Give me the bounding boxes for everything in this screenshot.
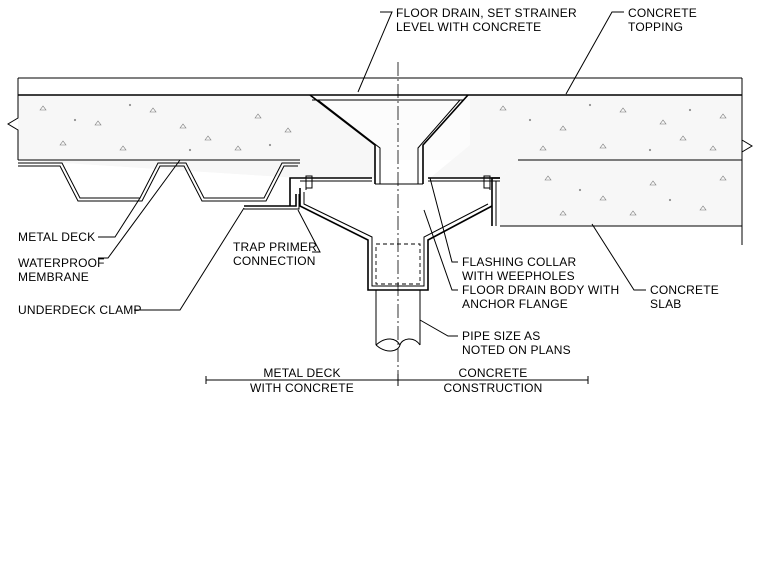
label-concrete-slab-line2: SLAB [650, 297, 682, 311]
label-pipe-line1: PIPE SIZE AS [462, 329, 540, 343]
underdeck-clamp [244, 194, 300, 210]
label-floor-drain-line2: LEVEL WITH CONCRETE [396, 20, 541, 34]
label-pipe-line2: NOTED ON PLANS [462, 343, 571, 357]
floor-drain-strainer [308, 94, 469, 185]
label-flashing-collar-line1: FLASHING COLLAR [462, 255, 576, 269]
label-concrete-topping-line1: CONCRETE [628, 6, 697, 20]
label-floor-drain-line1: FLOOR DRAIN, SET STRAINER [396, 6, 577, 20]
drain-pipe [375, 290, 421, 352]
label-left-zone-line1: METAL DECK [263, 366, 340, 380]
label-waterproof-line2: MEMBRANE [18, 270, 89, 284]
label-trap-primer-line2: CONNECTION [233, 254, 316, 268]
label-right-zone-line1: CONCRETE [459, 366, 528, 380]
label-drain-body-line1: FLOOR DRAIN BODY WITH [462, 283, 619, 297]
label-flashing-collar-line2: WITH WEEPHOLES [462, 269, 575, 283]
label-left-zone-line2: WITH CONCRETE [250, 381, 354, 395]
label-waterproof-line1: WATERPROOF [18, 256, 105, 270]
zone-dimension-line [205, 374, 589, 386]
label-drain-body-line2: ANCHOR FLANGE [462, 297, 568, 311]
label-concrete-slab-line1: CONCRETE [650, 283, 719, 297]
label-trap-primer-line1: TRAP PRIMER [233, 240, 317, 254]
label-concrete-topping-line2: TOPPING [628, 20, 683, 34]
concrete-hatch [39, 103, 727, 216]
concrete-topping [18, 95, 742, 178]
metal-deck [18, 162, 300, 202]
floor-drain-body [299, 175, 493, 291]
label-underdeck-clamp: UNDERDECK CLAMP [18, 303, 142, 317]
concrete-slab [500, 160, 742, 226]
leaders [98, 11, 646, 337]
label-metal-deck: METAL DECK [18, 230, 95, 244]
slab-lines [7, 77, 753, 245]
label-right-zone-line2: CONSTRUCTION [443, 381, 542, 395]
